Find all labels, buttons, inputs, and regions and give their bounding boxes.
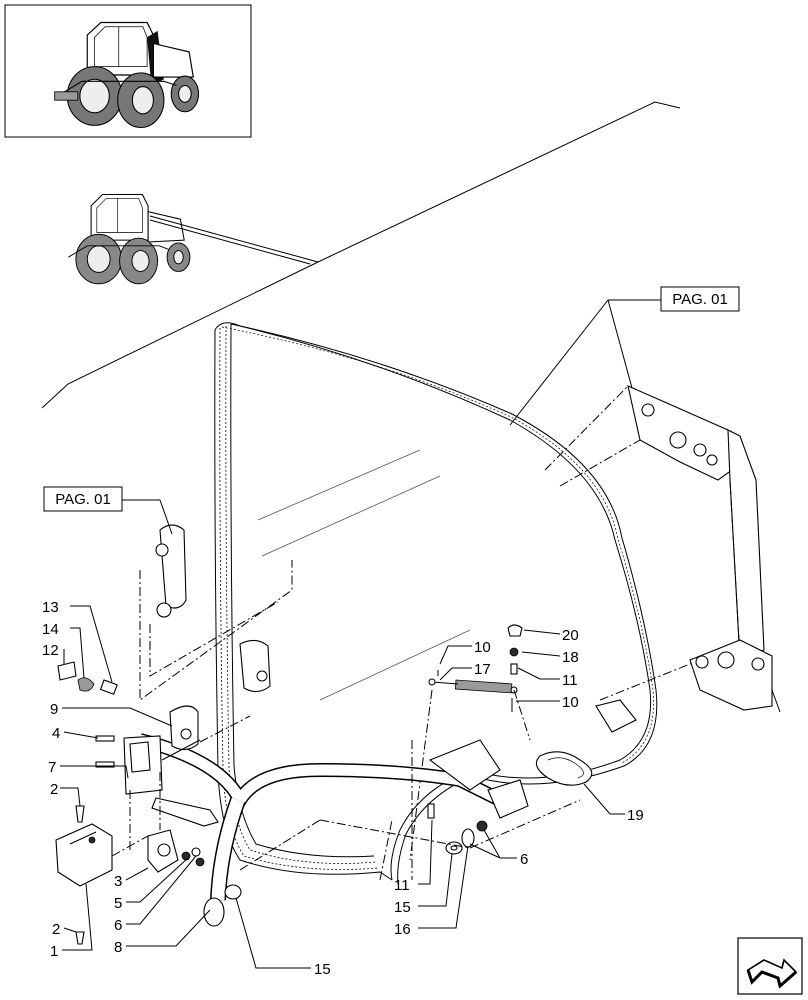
callout-4: 4: [52, 725, 60, 742]
latch-block: [123, 735, 201, 795]
callout-6: 6: [114, 917, 122, 934]
callout-9: 9: [50, 701, 58, 718]
callout-10: 10: [562, 694, 579, 711]
gas-strut: [428, 670, 518, 712]
lock-cylinder-set: [57, 661, 118, 695]
callout-20: 20: [562, 627, 579, 644]
page-ref-text: PAG. 01: [672, 291, 728, 308]
callout-3: 3: [114, 873, 122, 890]
callout-2: 2: [52, 921, 60, 938]
cover: [55, 823, 113, 887]
callout-10: 10: [474, 639, 491, 656]
page-ref-top[interactable]: PAG. 01: [660, 286, 740, 312]
callout-11: 11: [394, 877, 410, 894]
callout-16: 16: [394, 921, 411, 938]
plate: [169, 705, 199, 751]
callout-1: 1: [50, 943, 58, 960]
hinge-plate-lower: [595, 639, 781, 733]
hinge-plate-upper: [627, 385, 765, 661]
page-ref-text: PAG. 01: [55, 491, 111, 508]
callout-19: 19: [627, 807, 644, 824]
callout-5: 5: [114, 895, 122, 912]
handle-tube: [138, 733, 529, 927]
tractor-icon: [68, 193, 191, 285]
callout-13: 13: [42, 599, 59, 616]
thumbnail-frame: [4, 4, 252, 138]
callout-15: 15: [394, 899, 411, 916]
ball-stud-set: [507, 624, 523, 675]
callout-leaders: [60, 605, 625, 969]
washer-nut-set: [427, 803, 488, 855]
page-ref-left[interactable]: PAG. 01: [43, 486, 123, 512]
latch: [147, 829, 179, 873]
seal-pad: [535, 751, 593, 786]
glass-reflections: [257, 449, 471, 701]
callout-15: 15: [314, 961, 331, 978]
mirror-bracket: [155, 524, 187, 618]
callout-6: 6: [520, 851, 528, 868]
callout-labels: 13 14 12 9 4 7 2 2 1 3 5 6 8 15 20 18 11…: [42, 599, 644, 978]
callout-11: 11: [562, 672, 578, 689]
callout-14: 14: [42, 621, 59, 638]
callout-7: 7: [48, 759, 56, 776]
callout-18: 18: [562, 649, 579, 666]
door-frame: [214, 322, 658, 885]
callout-2: 2: [50, 781, 58, 798]
next-page-arrow-icon[interactable]: [737, 937, 803, 995]
callout-12: 12: [42, 642, 59, 659]
striker: [151, 797, 219, 827]
tractor-icon: [54, 21, 200, 129]
callout-8: 8: [114, 939, 122, 956]
callout-17: 17: [474, 661, 491, 678]
washer-lower: [224, 884, 242, 900]
